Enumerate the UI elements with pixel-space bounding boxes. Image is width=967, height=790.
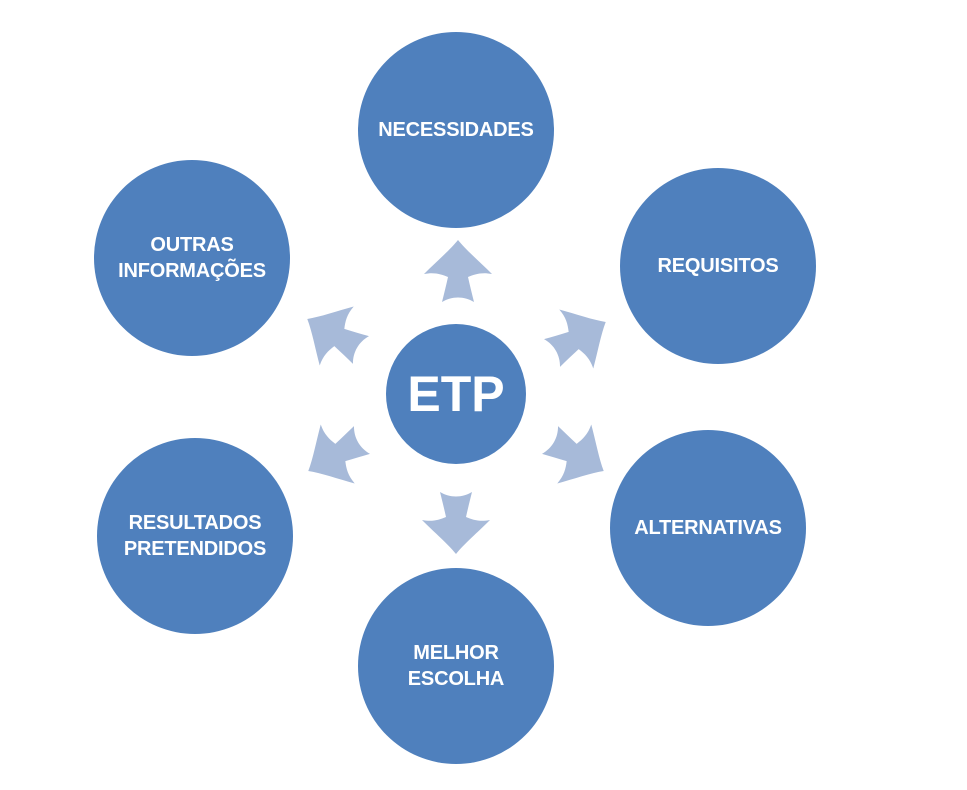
node-label: RESULTADOS PRETENDIDOS: [123, 512, 267, 560]
arrow-to-necessidades: [424, 240, 492, 302]
node-outras-informacoes: OUTRAS INFORMAÇÕES: [94, 160, 290, 356]
arrow-to-melhor-escolha: [422, 492, 490, 554]
node-label: ALTERNATIVAS: [634, 517, 782, 539]
arrow-to-requisitos: [544, 309, 606, 369]
node-resultados-pretendidos: RESULTADOS PRETENDIDOS: [97, 438, 293, 634]
center-label: ETP: [407, 365, 505, 422]
node-label: OUTRAS INFORMAÇÕES: [118, 234, 266, 282]
arrow-to-outras-informacoes: [307, 306, 369, 366]
node-requisitos: REQUISITOS: [620, 168, 816, 364]
node-alternativas: ALTERNATIVAS: [610, 430, 806, 626]
node-melhor-escolha: MELHOR ESCOLHA: [358, 568, 554, 764]
node-label: MELHOR ESCOLHA: [407, 642, 505, 690]
node-necessidades: NECESSIDADES: [358, 32, 554, 228]
center-node-etp: ETP: [386, 324, 526, 464]
node-label: NECESSIDADES: [378, 119, 534, 141]
node-label: REQUISITOS: [657, 255, 779, 277]
arrow-to-resultados-pretendidos: [308, 424, 370, 484]
arrow-to-alternativas: [542, 424, 604, 484]
